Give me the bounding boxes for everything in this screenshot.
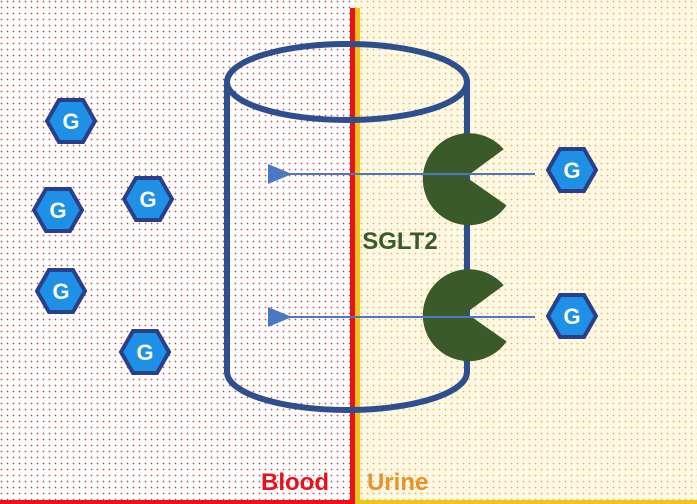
glucose-molecule: G — [44, 98, 98, 144]
glucose-letter: G — [49, 198, 66, 223]
membrane-yellow-band — [355, 8, 360, 504]
urine-region — [354, 0, 697, 504]
tubule-cylinder — [224, 41, 470, 413]
glucose-letter: G — [136, 340, 153, 365]
glucose-letter: G — [139, 187, 156, 212]
blood-region — [0, 0, 354, 504]
sglt2-transporter-bottom — [422, 269, 507, 362]
glucose-molecule: G — [545, 293, 599, 339]
glucose-letter: G — [563, 304, 580, 329]
urine-label: Urine — [367, 469, 428, 496]
sglt2-transporter-top — [422, 133, 507, 226]
membrane-red-band — [350, 8, 355, 504]
glucose-molecule: G — [34, 268, 88, 314]
glucose-molecule: G — [121, 176, 175, 222]
glucose-molecule: G — [31, 187, 85, 233]
glucose-letter: G — [62, 109, 79, 134]
glucose-molecule: G — [545, 147, 599, 193]
glucose-molecule: G — [118, 329, 172, 375]
glucose-letter: G — [563, 158, 580, 183]
blood-label: Blood — [261, 469, 329, 496]
glucose-letter: G — [52, 279, 69, 304]
sglt2-label: SGLT2 — [362, 228, 438, 255]
